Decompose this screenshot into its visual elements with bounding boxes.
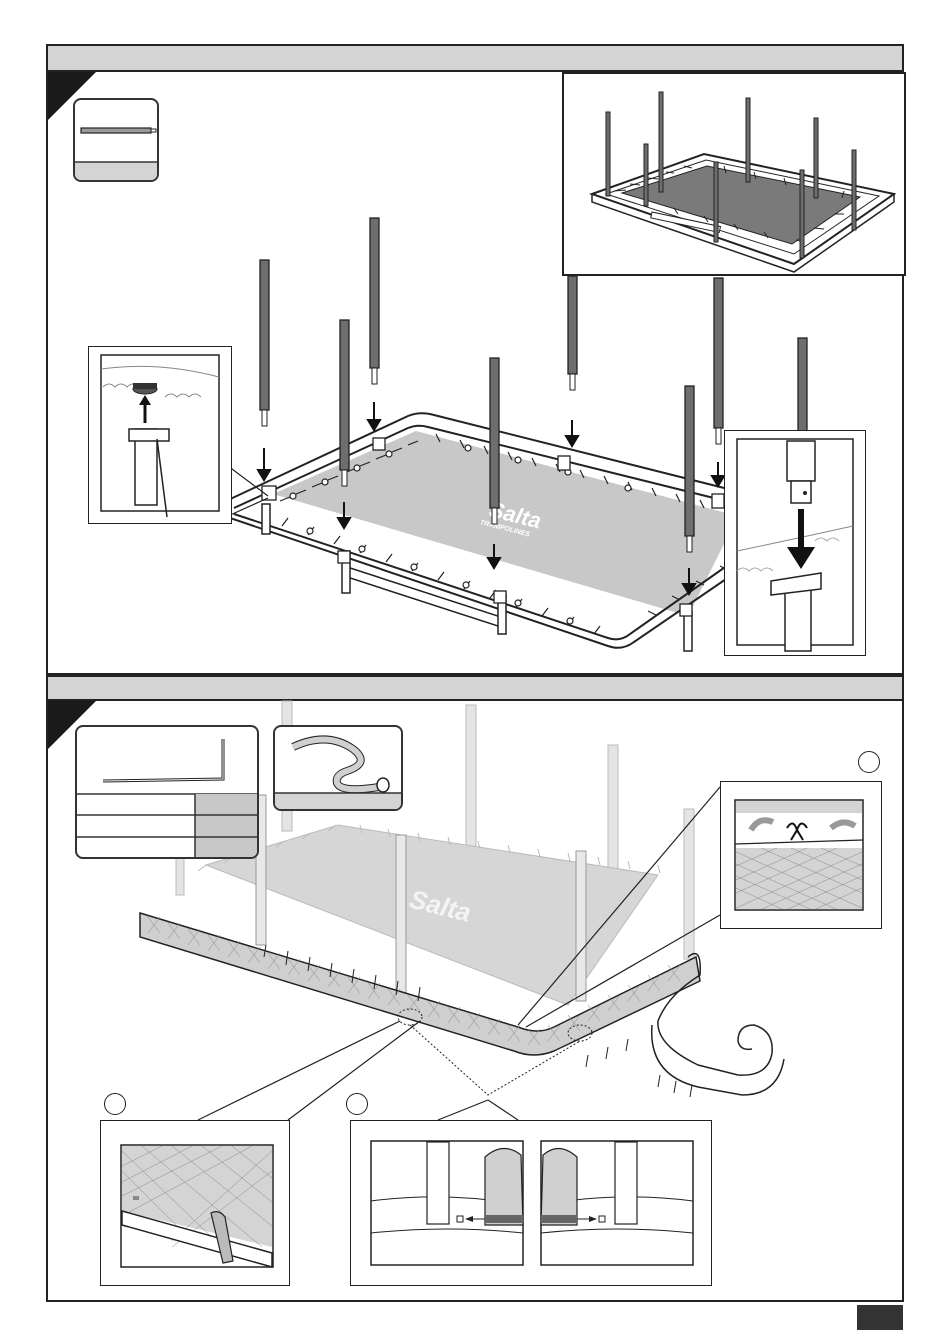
padding-edge-detail-inset <box>100 1120 290 1286</box>
detail-marker-b <box>346 1093 368 1115</box>
padding-clip-icon <box>351 1121 713 1287</box>
step-one-panel: Salta TRAMPOLINES <box>46 44 904 675</box>
detail-marker-c <box>858 751 880 773</box>
foam-cap-detail-inset <box>88 346 232 524</box>
pole-bracket-icon <box>725 431 867 657</box>
padding-roll-card <box>273 725 403 811</box>
tie-knot-icon <box>721 782 883 930</box>
padding-roll-icon <box>275 727 403 811</box>
page-number-box <box>857 1305 903 1330</box>
detail-marker-a <box>104 1093 126 1115</box>
rod-part-icon <box>77 727 259 859</box>
padding-edge-icon <box>101 1121 291 1287</box>
padding-clip-detail-inset <box>350 1120 712 1286</box>
step-two-panel: Salta <box>46 675 904 1302</box>
foam-cap-icon <box>89 347 233 525</box>
pole-bracket-detail-inset <box>724 430 866 656</box>
rod-part-card <box>75 725 259 859</box>
tie-knot-detail-inset <box>720 781 882 929</box>
